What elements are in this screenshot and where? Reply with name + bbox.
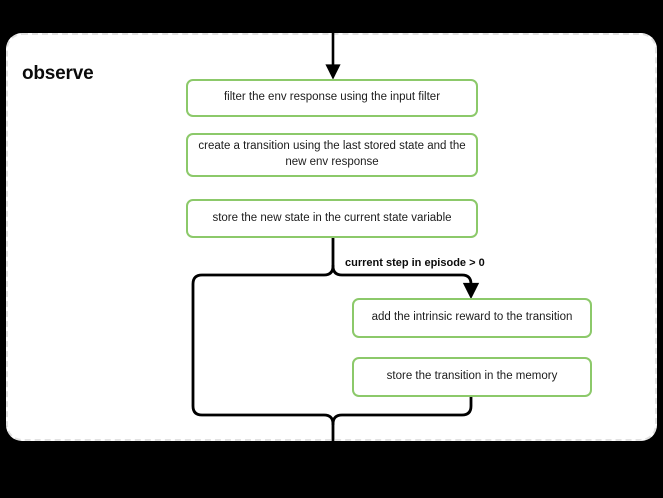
node-label: store the new state in the current state… (212, 211, 452, 224)
node-label: add the intrinsic reward to the transiti… (371, 311, 573, 324)
node-create-transition[interactable]: create a transition using the last store… (186, 133, 478, 177)
node-label: create a transition using the last store… (198, 140, 466, 168)
node-label: store the transition in the memory (386, 370, 558, 383)
subgraph-title: observe (22, 63, 94, 84)
node-filter-env-response[interactable]: filter the env response using the input … (186, 79, 478, 117)
edge-label-condition: current step in episode > 0 (345, 257, 485, 269)
node-store-new-state[interactable]: store the new state in the current state… (186, 199, 478, 238)
node-label: filter the env response using the input … (223, 91, 441, 104)
node-add-intrinsic-reward[interactable]: add the intrinsic reward to the transiti… (352, 298, 592, 338)
node-store-transition-memory[interactable]: store the transition in the memory (352, 357, 592, 397)
